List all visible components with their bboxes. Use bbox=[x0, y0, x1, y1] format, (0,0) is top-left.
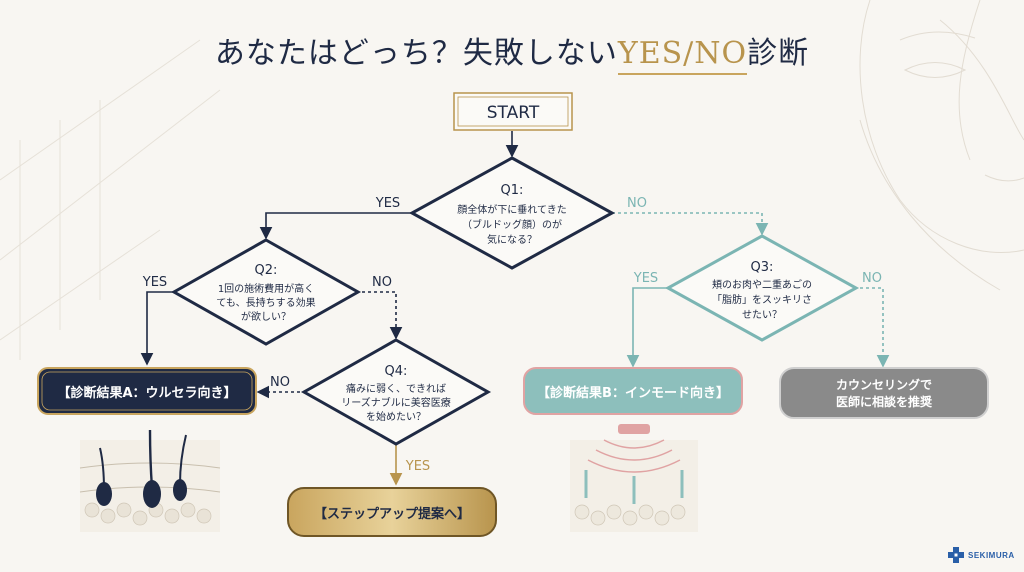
q2-line: が欲しい？ bbox=[241, 310, 291, 323]
q2-no-label: NO bbox=[372, 275, 392, 290]
brand-name: SEKIMURA bbox=[968, 550, 1015, 560]
cross-logo-icon bbox=[948, 547, 964, 563]
q4-label: Q4: bbox=[385, 364, 408, 379]
result-a-label: 【診断結果A：ウルセラ向き】 bbox=[57, 385, 236, 401]
title-suffix: 診断 bbox=[747, 36, 810, 71]
q1-line: 顔全体が下に垂れてきた bbox=[457, 203, 566, 216]
q3-line: 頬のお肉や二重あごの bbox=[712, 278, 812, 291]
counseling-box: カウンセリングで 医師に相談を推奨 bbox=[779, 367, 989, 419]
counsel-line: 医師に相談を推奨 bbox=[836, 394, 933, 409]
q4-no-label: NO bbox=[270, 375, 290, 390]
q3-label: Q3: bbox=[751, 260, 774, 275]
title-prefix: あなたはどっち？失敗しない bbox=[214, 36, 618, 71]
arrow-q3-no bbox=[854, 287, 890, 368]
result-b-label: 【診断結果B：インモード向き】 bbox=[537, 385, 729, 401]
q1-label: Q1: bbox=[501, 183, 524, 198]
arrow-q3-yes bbox=[626, 287, 670, 368]
q1-no-label: NO bbox=[627, 196, 647, 211]
q4-yes-label: YES bbox=[405, 459, 430, 474]
arrow-q1-no bbox=[606, 212, 769, 236]
connectors bbox=[140, 131, 890, 486]
q3-yes-label: YES bbox=[633, 271, 658, 286]
q3-diamond: Q3: 頬のお肉や二重あごの 「脂肪」をスッキリさ せたい？ bbox=[664, 234, 860, 342]
q4-line: を始めたい？ bbox=[366, 410, 426, 423]
q1-line: （ブルドッグ顔）のが bbox=[462, 218, 562, 231]
counsel-line: カウンセリングで bbox=[836, 377, 932, 392]
arrow-q2-yes bbox=[140, 291, 176, 366]
start-label: START bbox=[487, 103, 540, 123]
q1-line: 気になる？ bbox=[487, 233, 537, 246]
start-node: START bbox=[453, 92, 573, 131]
result-a-box: 【診断結果A：ウルセラ向き】 bbox=[37, 367, 257, 415]
q2-yes-label: YES bbox=[142, 275, 167, 290]
face-line-art bbox=[859, 0, 1024, 291]
q4-diamond: Q4: 痛みに弱く、できれば リーズナブルに美容医療 を始めたい？ bbox=[300, 338, 492, 446]
skin-illustration-b bbox=[570, 424, 698, 532]
arrow-q2-no bbox=[356, 291, 403, 340]
q2-line: 1回の施術費用が高く bbox=[218, 282, 314, 295]
q1-yes-label: YES bbox=[375, 196, 400, 211]
step-up-box: 【ステップアップ提案へ】 bbox=[287, 487, 497, 537]
result-b-box: 【診断結果B：インモード向き】 bbox=[523, 367, 743, 415]
brand-logo: SEKIMURA bbox=[948, 544, 1018, 566]
page-title: あなたはどっち？失敗しないYES/NO診断 bbox=[0, 28, 1024, 75]
arrow-q1-yes bbox=[259, 212, 418, 240]
skin-illustration-a bbox=[79, 429, 221, 532]
title-highlight: YES/NO bbox=[617, 36, 748, 75]
q4-line: 痛みに弱く、できれば bbox=[346, 382, 446, 395]
q4-line: リーズナブルに美容医療 bbox=[341, 396, 451, 409]
step-up-label: 【ステップアップ提案へ】 bbox=[314, 506, 470, 522]
q1-diamond: Q1: 顔全体が下に垂れてきた （ブルドッグ顔）のが 気になる？ bbox=[408, 156, 616, 270]
q2-line: ても、長持ちする効果 bbox=[216, 296, 315, 309]
q3-line: 「脂肪」をスッキリさ bbox=[712, 293, 812, 306]
q3-no-label: NO bbox=[862, 271, 882, 286]
q2-diamond: Q2: 1回の施術費用が高く ても、長持ちする効果 が欲しい？ bbox=[170, 238, 362, 346]
q2-label: Q2: bbox=[255, 263, 278, 278]
q3-line: せたい？ bbox=[742, 309, 782, 321]
